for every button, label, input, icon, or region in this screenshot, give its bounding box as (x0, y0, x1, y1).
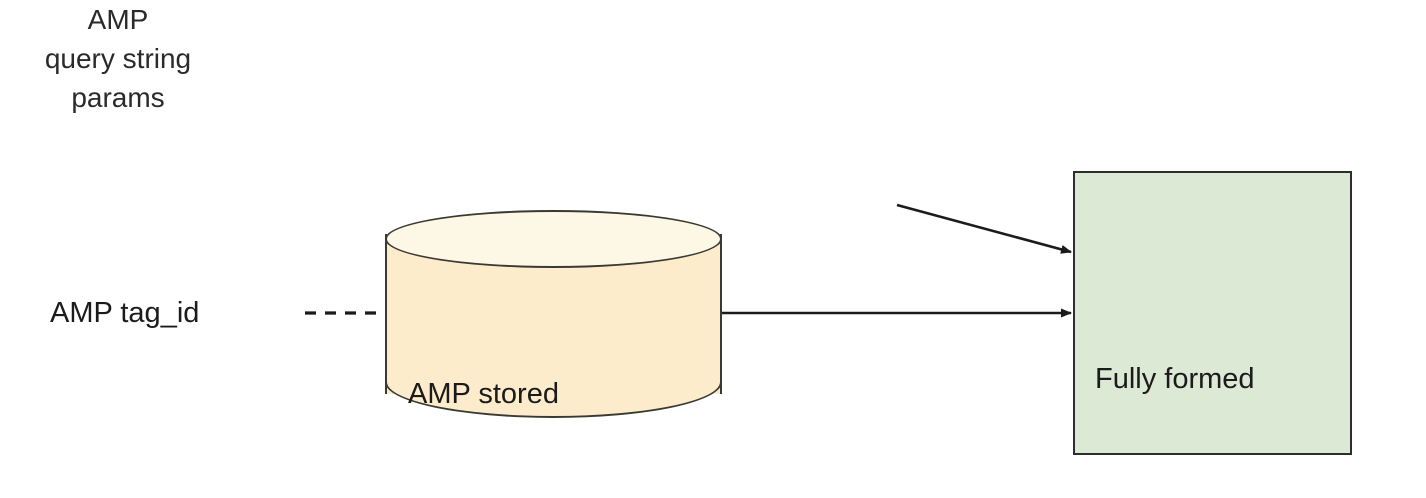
annotation-line-2: query string (44, 43, 192, 74)
edge-query-params-to-output (896, 203, 1072, 254)
ortb-box-label: Fully formed ORTB (1095, 269, 1255, 498)
annotation-line-1: AMP (87, 4, 149, 35)
cylinder-label-line-1: AMP stored (408, 378, 559, 410)
ortb-box-label-line-1: Fully formed (1095, 363, 1255, 395)
cylinder-top-cap (385, 210, 722, 268)
annotation-amp-query-string-params: AMP query string params (0, 0, 236, 117)
annotation-line-3: params (71, 82, 165, 113)
node-amp-stored-request-template[interactable]: AMP stored request template (385, 210, 722, 418)
ortb-box-label-line-2: ORTB (1095, 489, 1255, 498)
input-label-amp-tag-id: AMP tag_id (50, 297, 200, 329)
cylinder-label: AMP stored request template (408, 284, 624, 498)
node-fully-formed-ortb[interactable]: Fully formed ORTB (1073, 171, 1352, 498)
